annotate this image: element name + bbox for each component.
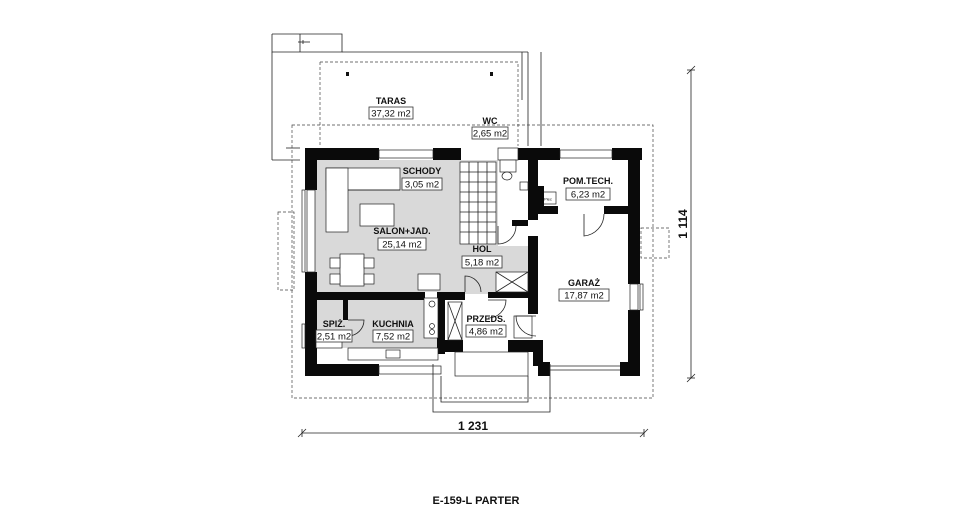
room-area: 4,86 m2	[469, 327, 503, 338]
boiler-label: Piec	[544, 197, 552, 202]
room-label-garaz: GARAŻ 17,87 m2	[558, 278, 610, 302]
room-label-kuchnia: KUCHNIA 7,52 m2	[372, 319, 414, 343]
room-label-pomtech: POM.TECH. 6,23 m2	[563, 176, 613, 201]
room-label-taras: TARAS 37,32 m2	[368, 96, 414, 120]
room-area: 5,18 m2	[465, 258, 499, 269]
room-area: 25,14 m2	[382, 240, 422, 251]
room-name: POM.TECH.	[563, 176, 613, 186]
staircase	[459, 161, 497, 245]
room-area: 2,51 m2	[317, 332, 351, 343]
room-label-salon: SALON+JAD. 25,14 m2	[373, 226, 430, 251]
left-bay-outline	[277, 211, 295, 291]
room-label-spiz: SPIŻ. 2,51 m2	[315, 319, 353, 343]
room-label-schody: SCHODY 3,05 m2	[401, 166, 443, 191]
room-area: 7,52 m2	[376, 332, 410, 343]
room-name: KUCHNIA	[372, 319, 414, 329]
room-name: TARAS	[376, 96, 406, 106]
room-area: 2,65 m2	[473, 129, 507, 140]
interior-walls	[305, 147, 628, 366]
room-name: PRZEDS.	[466, 314, 505, 324]
room-area: 17,87 m2	[564, 291, 604, 302]
room-label-hol: HOL 5,18 m2	[461, 244, 503, 269]
roof-outline	[291, 124, 654, 399]
room-name: HOL	[473, 244, 493, 254]
dimension-depth: 1 114	[676, 65, 696, 383]
room-name: SCHODY	[403, 166, 442, 176]
room-name: WC	[483, 116, 498, 126]
terrace-area	[271, 33, 542, 161]
dimension-width: 1 231	[297, 419, 649, 438]
right-bay-outline	[640, 227, 670, 259]
room-name: SPIŻ.	[323, 319, 346, 329]
room-label-wc: WC 2,65 m2	[471, 116, 509, 140]
room-name: SALON+JAD.	[373, 226, 430, 236]
entry-steps	[432, 351, 551, 413]
room-name: GARAŻ	[568, 278, 600, 288]
room-area: 3,05 m2	[405, 180, 439, 191]
room-label-przeds: PRZEDS. 4,86 m2	[465, 314, 507, 338]
room-area: 37,32 m2	[371, 109, 411, 120]
plan-title: E-159-L PARTER	[432, 495, 519, 507]
depth-dimension-label: 1 114	[676, 209, 690, 239]
windows	[301, 189, 644, 349]
furniture	[315, 159, 557, 361]
room-area: 6,23 m2	[571, 190, 605, 201]
width-dimension-label: 1 231	[458, 419, 488, 433]
